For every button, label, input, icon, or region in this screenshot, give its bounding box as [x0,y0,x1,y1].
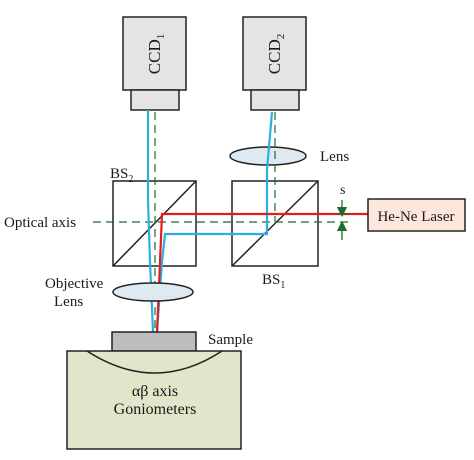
ccd2-camera: CCD2 [242,16,307,111]
sample-block [111,331,197,352]
offset-s-label: s [340,183,345,198]
ccd1-label: CCD1 [145,34,167,74]
goniometer-label-line1: αβ axis [132,383,178,400]
ccd2-label: CCD2 [265,34,287,74]
lens-label: Lens [320,149,349,165]
sample-label: Sample [208,332,253,348]
laser-label: He-Ne Laser [377,209,454,225]
he-ne-laser-box [367,198,466,232]
imaging-beam-loop [155,111,274,333]
goniometer-label-line2: Goniometers [114,401,197,418]
objective-lens [112,282,194,302]
optical-axis-label: Optical axis [4,215,76,231]
bs1-label: BS1 [262,272,285,291]
bs2-label: BS2 [110,166,133,185]
ccd1-camera: CCD1 [122,16,187,111]
goniometer-stage [66,350,242,450]
beam-offset-indicator [334,200,350,240]
objective-label-line1: Objective [45,276,104,292]
objective-label-line2: Lens [54,294,83,310]
